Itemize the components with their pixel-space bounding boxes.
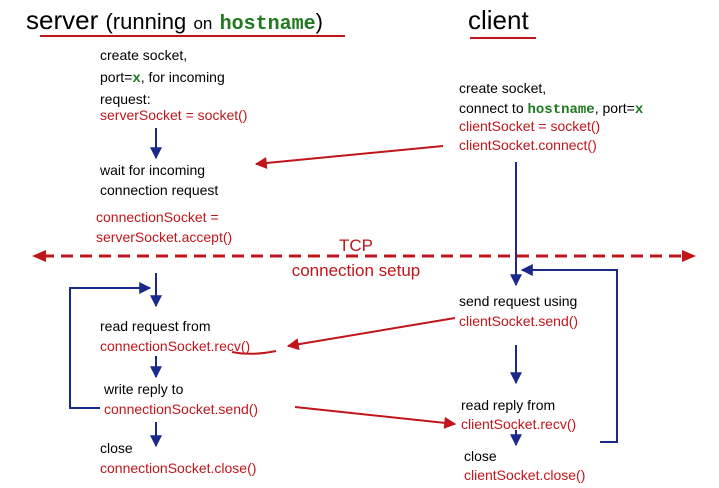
client-connect-to-label: connect to: [459, 100, 528, 116]
server-accept-line1: connectionSocket =: [96, 209, 219, 225]
server-header: server (running on hostname): [26, 4, 323, 41]
client-socket-code: clientSocket = socket(): [459, 118, 601, 134]
server-create-line2: port=x, for incoming: [100, 68, 225, 89]
server-wait-line2: connection request: [100, 182, 219, 198]
client-send-code: clientSocket.send(): [459, 313, 579, 329]
request-message-arrow: [286, 317, 456, 351]
client-close-label: close: [464, 448, 497, 464]
server-close-label: close: [100, 440, 133, 456]
tcp-setup-left-arrowhead: [32, 250, 46, 262]
server-header-paren-close: ): [315, 9, 323, 34]
client-header: client: [468, 5, 529, 35]
server-header-hostname: hostname: [219, 13, 316, 36]
reply-message-arrow: [294, 406, 457, 429]
server-write-code: connectionSocket.send(): [104, 401, 259, 417]
server-accept-line2: serverSocket.accept(): [96, 229, 233, 245]
server-loop-arrow: [69, 282, 152, 409]
server-header-running: (running: [105, 9, 187, 34]
tcp-setup-right-arrowhead: [682, 250, 696, 262]
recv-underline-scribble: [231, 350, 277, 355]
server-read-label: read request from: [100, 318, 211, 334]
tcp-connection-setup-label: connection setup: [291, 261, 421, 280]
server-read-code: connectionSocket.recv(): [100, 338, 251, 354]
client-connect-hostname: hostname: [527, 102, 595, 118]
server-close-code: connectionSocket.close(): [100, 460, 257, 476]
server-header-word: server: [26, 5, 99, 35]
server-write-label: write reply to: [104, 381, 184, 397]
client-close-code: clientSocket.close(): [464, 467, 586, 483]
client-port-label: , port=: [594, 100, 635, 116]
server-socket-code: serverSocket = socket(): [100, 107, 248, 123]
server-header-on: on: [193, 14, 213, 33]
server-create-line3: request:: [100, 91, 151, 107]
client-create-line1: create socket,: [459, 80, 547, 96]
server-incoming-label: , for incoming: [140, 69, 225, 85]
tcp-label: TCP: [339, 236, 373, 255]
client-send-label: send request using: [459, 293, 578, 309]
client-read-label: read reply from: [461, 397, 556, 413]
server-port-x: x: [132, 71, 141, 87]
connect-request-arrow: [254, 145, 444, 169]
client-read-code: clientSocket.recv(): [461, 416, 577, 432]
client-connect-code: clientSocket.connect(): [459, 137, 597, 153]
server-port-label: port=: [100, 69, 133, 85]
client-loop-arrow: [520, 264, 618, 443]
server-create-line1: create socket,: [100, 47, 188, 63]
client-port-x: x: [634, 102, 644, 118]
server-wait-line1: wait for incoming: [100, 162, 206, 178]
client-connect-line: connect to hostname, port=x: [459, 99, 643, 120]
